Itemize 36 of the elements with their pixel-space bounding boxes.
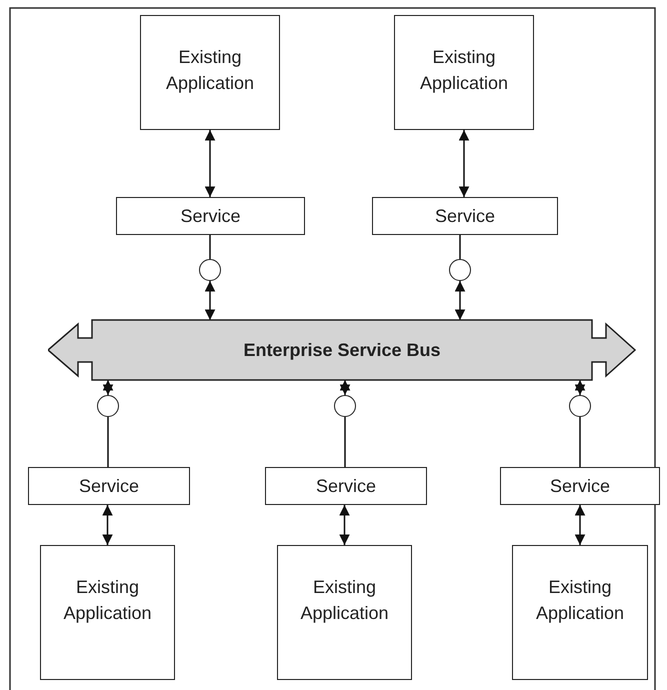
double-arrow bbox=[458, 130, 470, 197]
connector-line bbox=[344, 417, 346, 467]
box-label: Existing Application bbox=[62, 576, 153, 625]
connector-line bbox=[579, 417, 581, 467]
application-box bbox=[394, 15, 534, 130]
box-label: Service bbox=[434, 205, 496, 228]
double-arrow bbox=[204, 130, 216, 197]
connector-line bbox=[209, 235, 211, 259]
double-arrow bbox=[340, 380, 350, 395]
double-arrow bbox=[339, 505, 350, 545]
service-box bbox=[28, 467, 190, 505]
application-box bbox=[40, 545, 175, 680]
box-label: Existing Application bbox=[534, 576, 626, 625]
connector-line bbox=[107, 417, 109, 467]
double-arrow bbox=[574, 505, 586, 545]
service-box bbox=[372, 197, 558, 235]
connector-line bbox=[459, 235, 461, 259]
box-label: Existing Application bbox=[418, 46, 510, 95]
double-arrow bbox=[454, 281, 466, 320]
service-box bbox=[500, 467, 660, 505]
service-box bbox=[116, 197, 305, 235]
double-arrow bbox=[102, 505, 113, 545]
box-label: Service bbox=[78, 475, 140, 498]
application-box bbox=[140, 15, 280, 130]
double-arrow bbox=[102, 380, 114, 395]
box-label: Existing Application bbox=[299, 576, 390, 625]
bus-label: Enterprise Service Bus bbox=[243, 338, 441, 362]
application-box bbox=[512, 545, 648, 680]
double-arrow bbox=[574, 380, 586, 395]
box-label: Service bbox=[314, 475, 378, 498]
box-label: Service bbox=[548, 475, 612, 498]
double-arrow bbox=[204, 281, 216, 320]
service-box bbox=[265, 467, 427, 505]
application-box bbox=[277, 545, 412, 680]
box-label: Service bbox=[179, 205, 242, 228]
box-label: Existing Application bbox=[164, 46, 256, 95]
